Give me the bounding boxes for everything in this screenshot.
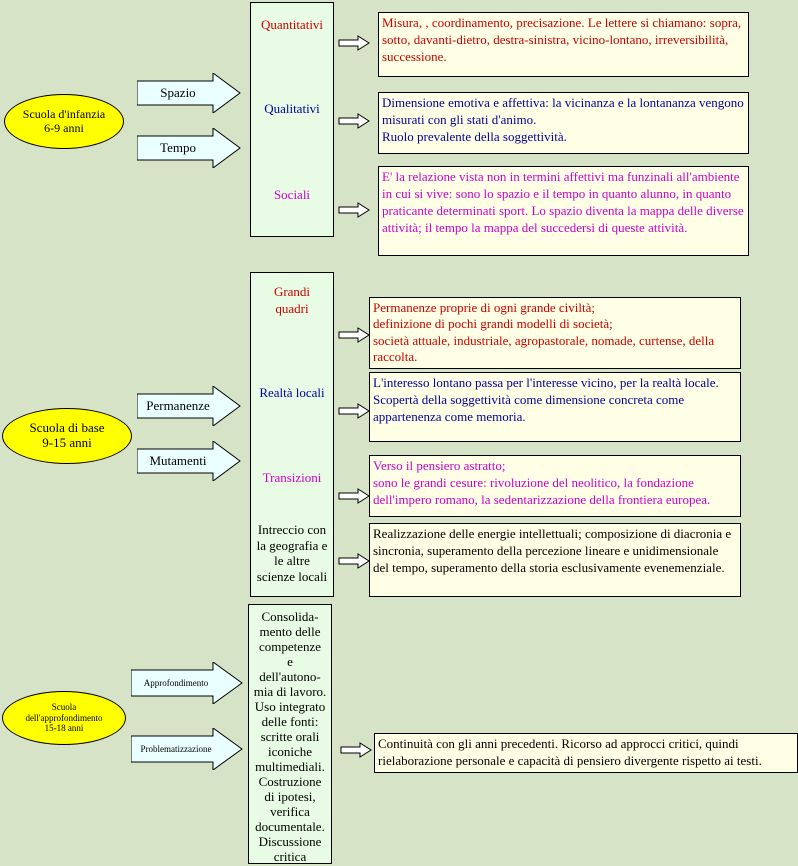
arrow-approfondimento: Approfondimento xyxy=(131,662,243,704)
description-box-quantitativi: Misura, , coordinamento, precisazione. L… xyxy=(378,12,749,77)
description-box-transizioni: Verso il pensiero astratto; sono le gran… xyxy=(369,455,741,517)
description-box-intreccio: Realizzazione delle energie intellettual… xyxy=(369,523,741,597)
category-column-base: Grandi quadri Realtà locali Transizioni … xyxy=(250,272,334,597)
column-text-approfondimento: Consolida- mento delle competenze e dell… xyxy=(253,609,327,864)
category-realta-locali: Realtà locali xyxy=(259,385,325,400)
stage-ellipse-infanzia: Scuola d'infanzia 6-9 anni xyxy=(4,94,124,149)
category-intreccio: Intreccio con la geografia e le altre sc… xyxy=(256,522,328,584)
arrow-label-mutamenti: Mutamenti xyxy=(149,453,207,468)
arrow-label-approfondimento: Approfondimento xyxy=(143,678,209,688)
arrow-mutamenti: Mutamenti xyxy=(137,441,241,481)
arrow-label-spazio: Spazio xyxy=(160,85,196,100)
small-arrow-icon xyxy=(338,202,370,218)
description-box-qualitativi: Dimensione emotiva e affettiva: la vicin… xyxy=(378,92,749,154)
arrow-shape-icon xyxy=(131,728,243,770)
small-arrow-icon xyxy=(338,403,370,419)
stage-ellipse-approfondimento: Scuola dell'approfondimento 15-18 anni xyxy=(2,691,126,745)
arrow-shape-icon xyxy=(131,662,243,704)
category-sociali: Sociali xyxy=(273,187,311,202)
category-transizioni: Transizioni xyxy=(262,470,322,485)
arrow-shape-icon xyxy=(137,73,241,113)
description-box-approfondimento: Continuità con gli anni precedenti. Rico… xyxy=(374,733,798,773)
category-qualitativi: Qualitativi xyxy=(264,101,320,116)
category-quantitativi: Quantitativi xyxy=(260,17,324,32)
arrow-shape-icon xyxy=(137,441,241,481)
small-arrow-icon xyxy=(338,35,370,51)
small-arrow-icon xyxy=(338,327,370,343)
description-box-sociali: E' la relazione vista non in termini aff… xyxy=(378,166,749,256)
arrow-shape-icon xyxy=(137,386,241,426)
description-box-grandi-quadri: Permanenze proprie di ogni grande civilt… xyxy=(369,297,741,369)
arrow-label-permanenze: Permanenze xyxy=(146,398,210,413)
arrow-shape-icon xyxy=(137,128,241,168)
small-arrow-icon xyxy=(338,553,370,569)
arrow-permanenze: Permanenze xyxy=(137,386,241,426)
category-column-infanzia: Quantitativi Qualitativi Sociali xyxy=(250,2,334,237)
description-box-realta-locali: L'interesso lontano passa per l'interess… xyxy=(369,372,741,442)
arrow-tempo: Tempo xyxy=(137,128,241,168)
arrow-spazio: Spazio xyxy=(137,73,241,113)
small-arrow-icon xyxy=(338,488,370,504)
arrow-problematizzazione: Problematizzazione xyxy=(131,728,243,770)
small-arrow-icon xyxy=(340,742,372,758)
category-column-approfondimento: Consolida- mento delle competenze e dell… xyxy=(248,604,332,864)
arrow-label-problematizzazione: Problematizzazione xyxy=(140,744,212,754)
small-arrow-icon xyxy=(338,113,370,129)
category-grandi-quadri: Grandi quadri xyxy=(273,284,311,316)
arrow-label-tempo: Tempo xyxy=(160,140,196,155)
stage-ellipse-base: Scuola di base 9-15 anni xyxy=(2,408,132,464)
